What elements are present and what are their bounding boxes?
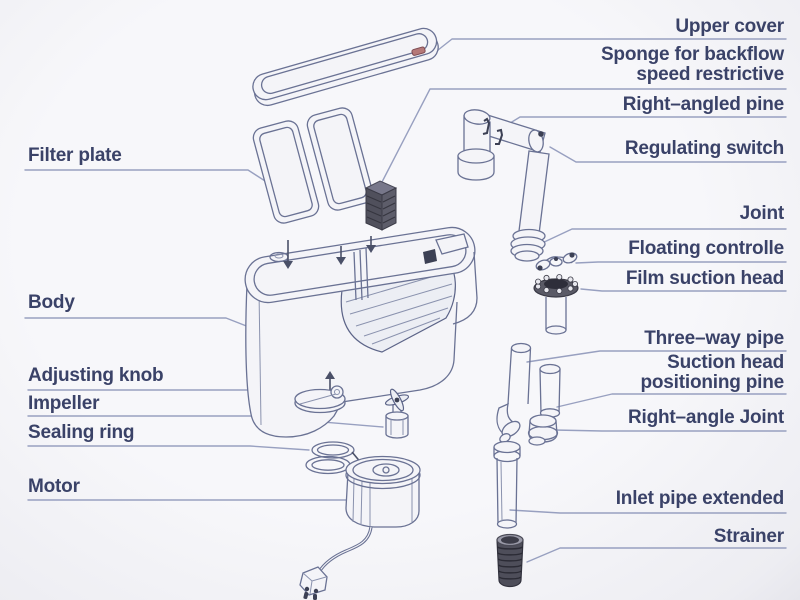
leader-sealing-ring [27, 445, 310, 451]
label-filter-plate: Filter plate [28, 145, 122, 166]
leader-impeller [27, 415, 384, 428]
label-right-angle-joint: Right–angle Joint [628, 407, 784, 428]
label-sponge: Sponge for backflow speed restrictive [600, 44, 784, 85]
label-floating-controlle: Floating controlle [628, 238, 784, 259]
leader-regulating-switch [549, 146, 787, 163]
power-plug [299, 566, 328, 600]
label-right-angled-pine: Right–angled pine [622, 94, 784, 115]
leader-film-suction-head [580, 288, 787, 292]
power-cord [317, 526, 373, 573]
pipe-clip [482, 117, 491, 135]
leader-sponge [381, 88, 787, 183]
adjusting-knob-part [294, 385, 346, 414]
joint-part [510, 228, 546, 262]
upper-cover-part [252, 27, 439, 107]
film-suction-head-part [533, 274, 579, 335]
inlet-pipe-part [493, 440, 521, 529]
label-sealing-ring: Sealing ring [28, 422, 135, 443]
leader-strainer [526, 547, 787, 563]
label-upper-cover: Upper cover [675, 16, 784, 37]
leader-three-way-pipe [526, 350, 787, 363]
right-angle-joint-part [527, 414, 559, 446]
leader-inlet-pipe [509, 509, 787, 514]
filter-plate-left-part [252, 120, 320, 224]
label-film-suction-head: Film suction head [625, 268, 784, 289]
floating-controller-part [535, 252, 578, 271]
right-angled-pipe-part [457, 109, 550, 235]
leader-suction-positioning [556, 393, 787, 408]
label-strainer: Strainer [713, 526, 784, 547]
leader-body [24, 317, 260, 332]
suction-head-positioning-pipe-part [539, 363, 561, 418]
sponge-part [364, 180, 398, 231]
label-adjusting-knob: Adjusting knob [28, 365, 164, 386]
three-way-pipe-part [496, 342, 532, 443]
leader-filter-plate [24, 169, 277, 189]
leader-floating-controlle [575, 261, 787, 264]
filter-plate-right-part [306, 107, 374, 211]
cover-clip [411, 46, 426, 56]
label-three-way-pipe: Three–way pipe [644, 328, 784, 349]
label-body: Body [28, 292, 75, 313]
leader-joint [539, 228, 787, 245]
label-motor: Motor [28, 476, 80, 497]
label-impeller: Impeller [28, 393, 100, 414]
pipe-clip [495, 128, 504, 145]
leader-right-angle-joint [553, 429, 787, 432]
impeller-part [384, 388, 410, 439]
leader-upper-cover [432, 38, 787, 55]
motor-part [345, 455, 421, 528]
label-regulating-switch: Regulating switch [624, 138, 784, 159]
strainer-part [496, 533, 524, 588]
assembly-arrows [283, 236, 376, 392]
body-part [244, 226, 478, 438]
label-joint: Joint [739, 203, 785, 224]
label-inlet-pipe-extended: Inlet pipe extended [615, 488, 784, 509]
label-suction-head-positioning-pine: Suction head positioning pine [640, 352, 784, 393]
